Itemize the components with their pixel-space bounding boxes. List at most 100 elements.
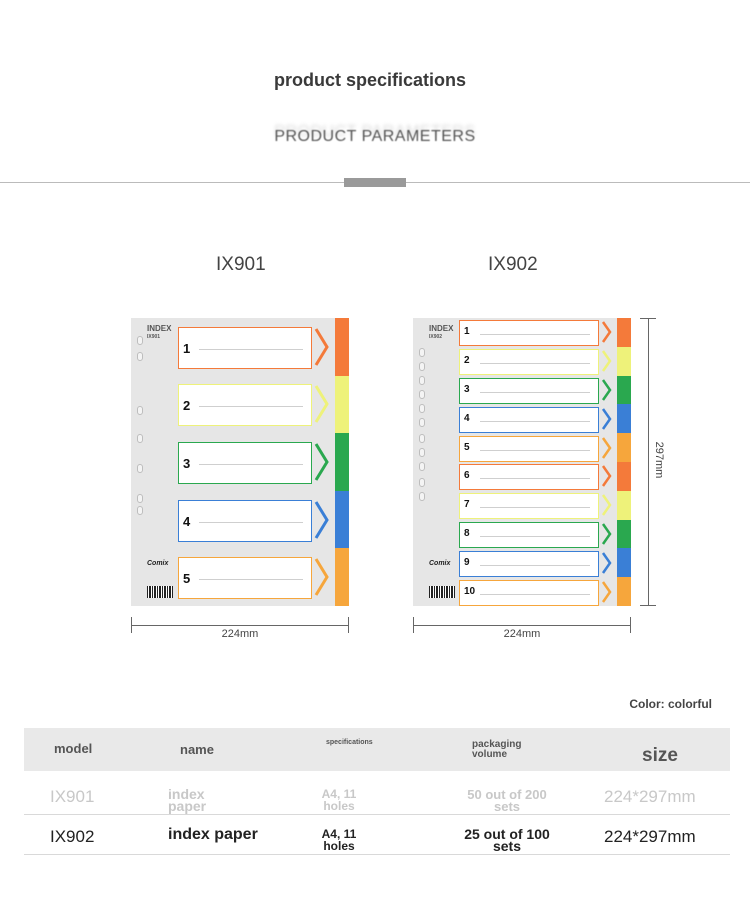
punch-hole-icon <box>137 434 143 443</box>
tab-write-line <box>480 593 590 595</box>
cell-name: index paper <box>168 826 258 843</box>
chevron-right-icon <box>601 350 612 372</box>
header-size: size <box>642 745 678 766</box>
sheet-code: IX901 <box>147 334 161 340</box>
height-dimension-label: 297mm <box>653 441 665 479</box>
punch-hole-icon <box>419 390 425 399</box>
tab-write-line <box>480 420 590 422</box>
chevron-right-icon <box>601 494 612 516</box>
chevron-right-icon <box>601 523 612 545</box>
tab-number: 7 <box>464 499 470 511</box>
tab-color-strip <box>335 433 349 491</box>
punch-hole-icon <box>419 362 425 371</box>
header-model: model <box>54 741 93 756</box>
punch-hole-icon <box>419 478 425 487</box>
tab-label-box: 5 <box>459 435 599 462</box>
punch-hole-icon <box>137 464 143 473</box>
row-divider <box>24 854 730 855</box>
tab-label-box: 3 <box>178 442 312 484</box>
chevron-right-icon <box>601 465 612 488</box>
tab-number: 1 <box>464 326 470 338</box>
tab-number: 5 <box>464 441 470 453</box>
tab-write-line <box>199 521 303 523</box>
chevron-right-icon <box>314 500 329 539</box>
width-dimension-line <box>131 625 349 626</box>
tab-label-box: 9 <box>459 550 599 577</box>
height-dimension-line <box>648 318 649 606</box>
sheet-index-title: INDEX <box>147 324 172 333</box>
divider-accent <box>344 178 406 187</box>
tab-color-strip <box>335 318 349 376</box>
tab-number: 6 <box>464 470 470 482</box>
punch-hole-icon <box>137 406 143 415</box>
tab-write-line <box>480 392 590 393</box>
cell-name: index paper <box>168 786 207 814</box>
chevron-right-icon <box>601 580 612 603</box>
tab-color-strip <box>617 548 631 578</box>
width-dimension-label: 224mm <box>221 628 259 640</box>
punch-hole-icon <box>419 434 425 443</box>
tab-color-strip <box>617 462 631 491</box>
tab-label-box: 2 <box>459 349 599 376</box>
tab-number: 5 <box>183 571 191 587</box>
chevron-right-icon <box>601 436 612 459</box>
tab-color-strip <box>617 577 631 606</box>
width-dimension-label: 224mm <box>503 628 541 640</box>
chevron-right-icon <box>314 385 329 424</box>
punch-hole-icon <box>419 404 425 413</box>
tab-number: 8 <box>464 528 470 539</box>
tab-number: 3 <box>183 456 191 471</box>
tab-write-line <box>199 348 303 350</box>
chevron-right-icon <box>314 328 329 366</box>
tab-number: 10 <box>464 585 476 597</box>
chevron-right-icon <box>314 558 329 596</box>
tab-write-line <box>480 536 590 537</box>
row-divider <box>24 814 730 815</box>
sheet-code: IX902 <box>429 334 443 340</box>
tab-write-line <box>199 464 303 465</box>
tab-color-strip <box>617 433 631 462</box>
table-row: IX901 index paper A4, 11 holes 50 out of… <box>24 778 730 814</box>
chevron-right-icon <box>601 408 612 430</box>
cell-spec: A4, 11 holes <box>321 827 357 853</box>
punch-hole-icon <box>137 506 143 515</box>
tab-write-line <box>480 363 590 365</box>
cell-model: IX901 <box>50 787 95 806</box>
tab-label-box: 8 <box>459 522 599 548</box>
model-label-ix901: IX901 <box>216 254 266 275</box>
tab-label-box: 2 <box>178 384 312 427</box>
tab-color-strip <box>617 318 631 347</box>
tab-label-box: 4 <box>178 499 312 542</box>
barcode-icon <box>429 586 455 598</box>
tab-color-strip <box>335 375 349 434</box>
tab-number: 4 <box>183 513 191 529</box>
punch-hole-icon <box>419 376 425 385</box>
punch-hole-icon <box>137 494 143 503</box>
punch-hole-icon <box>419 462 425 471</box>
tab-write-line <box>199 579 303 581</box>
header-packaging: packaging volume <box>472 739 522 760</box>
tab-write-line <box>480 507 590 509</box>
tab-number: 1 <box>183 340 191 356</box>
tab-label-box: 10 <box>459 579 599 606</box>
table-row: IX902 index paper A4, 11 holes 25 out of… <box>24 818 730 854</box>
punch-hole-icon <box>419 492 425 501</box>
tab-number: 4 <box>464 412 470 424</box>
tab-write-line <box>199 406 303 408</box>
tab-write-line <box>480 449 590 451</box>
cell-model: IX902 <box>50 827 95 846</box>
tab-label-box: 1 <box>178 326 312 369</box>
tab-number: 9 <box>464 556 470 568</box>
tab-label-box: 3 <box>459 378 599 404</box>
page-title: product specifications <box>273 70 467 90</box>
chevron-right-icon <box>601 552 612 574</box>
width-dimension-line <box>413 625 631 626</box>
tab-number: 3 <box>464 384 470 395</box>
cell-packaging: 50 out of 200 sets <box>467 787 547 814</box>
chevron-right-icon <box>601 321 612 344</box>
tab-number: 2 <box>183 398 191 414</box>
cell-size: 224*297mm <box>604 787 696 806</box>
punch-hole-icon <box>137 352 143 361</box>
tab-label-box: 5 <box>178 557 312 600</box>
